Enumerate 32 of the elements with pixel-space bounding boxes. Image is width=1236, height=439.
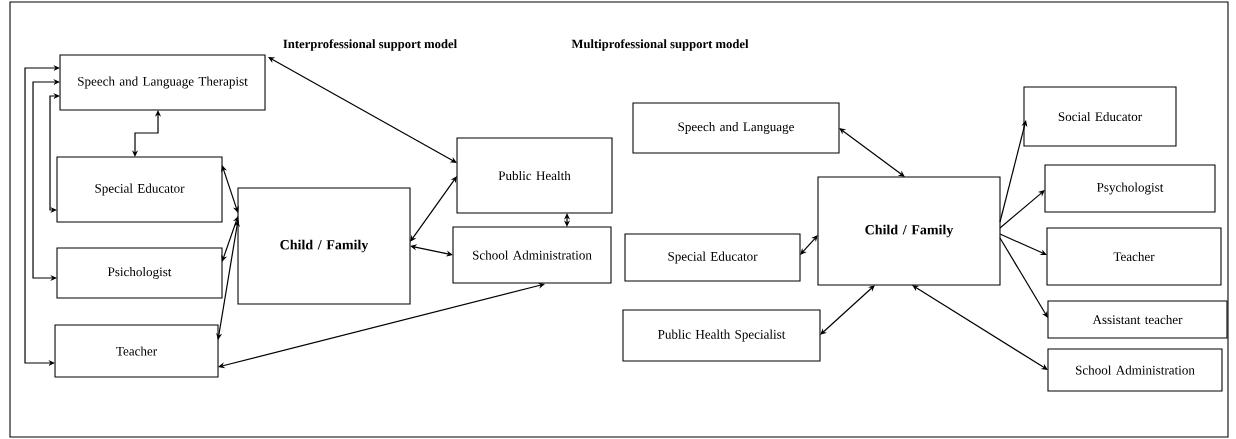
arrow (221, 165, 239, 213)
arrow (999, 237, 1048, 318)
process-box: Child / Family (237, 187, 411, 305)
process-box: Psychologist (1044, 164, 1216, 213)
arrow (216, 220, 240, 340)
arrow (221, 216, 239, 262)
process-box: Teacher (54, 324, 219, 378)
arrow (839, 128, 905, 177)
arrow (563, 213, 571, 227)
arrow (218, 282, 545, 369)
arrow (268, 57, 457, 163)
arrow (999, 190, 1045, 229)
process-box: Teacher (1046, 227, 1222, 286)
arrow (800, 235, 818, 255)
model-title: Multiprofessional support model (571, 39, 749, 51)
process-box: Special Educator (624, 233, 801, 282)
arrow (410, 176, 457, 242)
process-box: Assistant teacher (1047, 300, 1228, 339)
process-box: Child / Family (817, 176, 1001, 286)
arrow (820, 285, 875, 335)
arrow (912, 285, 1048, 370)
process-box: Speech and Language (632, 102, 840, 154)
process-box: School Administration (1047, 348, 1223, 392)
arrow (410, 244, 453, 257)
process-box: Speech and Language Therapist (59, 54, 266, 111)
model-title: Interprofessional support model (283, 39, 457, 51)
process-box: Special Educator (56, 156, 223, 223)
process-box: Social Educator (1023, 86, 1177, 147)
process-box: Public Health Specialist (622, 309, 821, 362)
process-box: School Administration (452, 226, 612, 284)
process-box: Psichologist (56, 247, 223, 299)
process-box: Public Health (456, 137, 613, 214)
